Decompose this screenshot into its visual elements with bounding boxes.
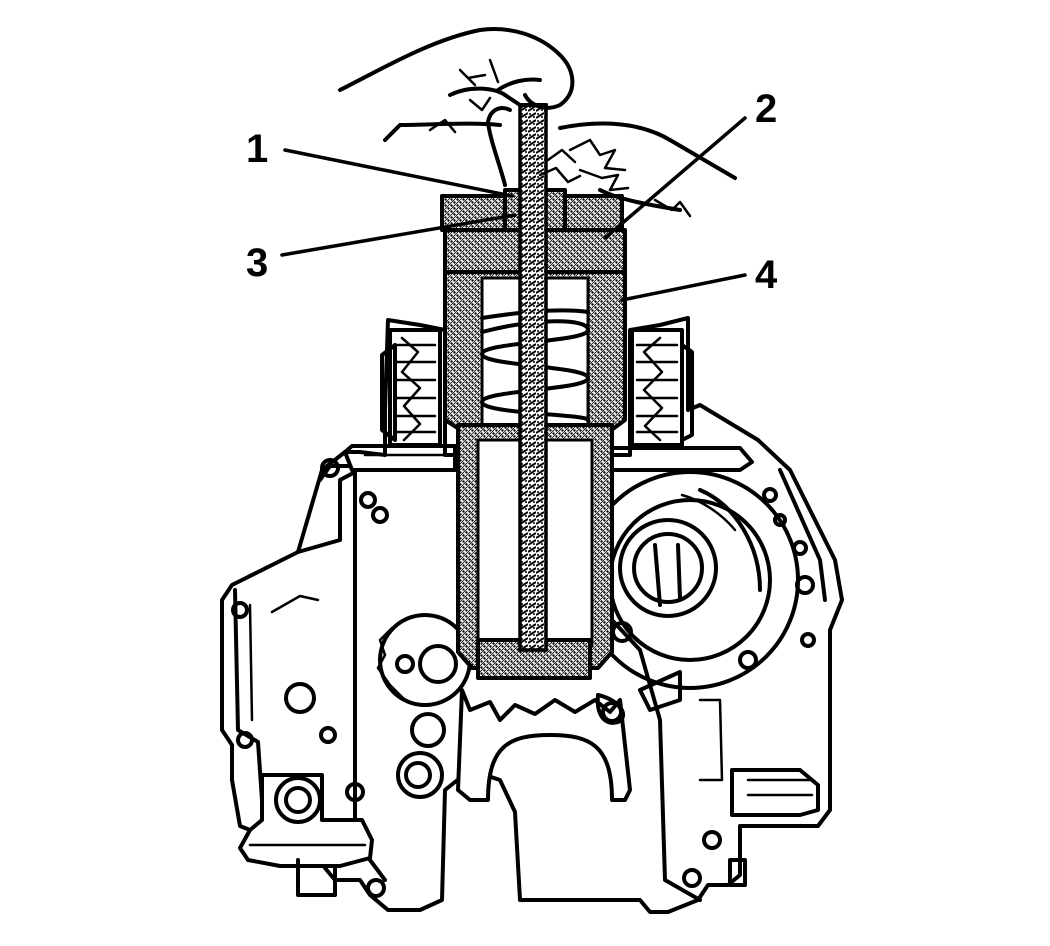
left-timing-gear-stack: [380, 328, 442, 447]
callout-4-label: 4: [755, 253, 778, 297]
callout-1-label: 1: [246, 127, 268, 171]
technician-hand: [338, 27, 737, 218]
callout-2-label: 2: [755, 87, 777, 131]
installer-forcing-screw: [518, 103, 548, 652]
leader-3: [280, 213, 517, 257]
callout-numbers: 1 2 3 4: [246, 87, 778, 297]
oil-filter-adapter: [238, 773, 374, 897]
leader-1: [283, 148, 514, 198]
leader-2: [603, 116, 747, 240]
callout-3-label: 3: [246, 241, 268, 285]
bottom-right-sensor: [728, 768, 820, 887]
seal-installer-tool: [440, 103, 627, 680]
crankshaft-bore: [456, 688, 632, 802]
right-timing-gear-stack: [630, 328, 694, 447]
leader-4: [620, 273, 747, 302]
water-pump-boss: [580, 468, 827, 690]
callout-leaders: [280, 116, 747, 302]
